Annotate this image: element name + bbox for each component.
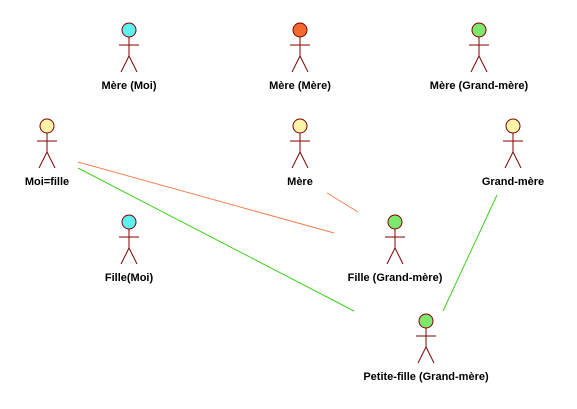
stick-figure-icon: [469, 37, 489, 73]
connector-grand-mere-to-petite-fille: [442, 194, 498, 312]
actor-head-icon: [418, 313, 434, 329]
actor-fille-grand-mere[interactable]: [385, 214, 405, 265]
actor-label: Moi=fille: [24, 176, 70, 188]
actor-mere-moi[interactable]: [119, 22, 139, 73]
actor-head-icon: [471, 22, 487, 38]
actor-label: Mère (Moi): [101, 80, 157, 92]
actor-label: Mère (Grand-mère): [429, 80, 529, 92]
actor-mere[interactable]: [290, 118, 310, 169]
actor-head-icon: [292, 118, 308, 134]
stick-figure-icon: [119, 37, 139, 73]
stick-figure-icon: [37, 133, 57, 169]
actor-mere-mere[interactable]: [290, 22, 310, 73]
actor-label: Fille(Moi): [104, 272, 154, 284]
actor-petite-fille-grand-mere[interactable]: [416, 313, 436, 364]
actor-head-icon: [292, 22, 308, 38]
actor-head-icon: [121, 214, 137, 230]
connector-moi-fille-to-petite-fille: [77, 167, 355, 312]
actor-grand-mere[interactable]: [503, 118, 523, 169]
stick-figure-icon: [290, 133, 310, 169]
actor-label: Fille (Grand-mère): [347, 272, 443, 284]
actor-head-icon: [387, 214, 403, 230]
stick-figure-icon: [290, 37, 310, 73]
stick-figure-icon: [416, 328, 436, 364]
actor-label: Grand-mère: [481, 176, 545, 188]
actor-fille-moi[interactable]: [119, 214, 139, 265]
actor-head-icon: [505, 118, 521, 134]
stick-figure-icon: [385, 229, 405, 265]
stick-figure-icon: [119, 229, 139, 265]
actor-mere-grand-mere[interactable]: [469, 22, 489, 73]
actor-label: Petite-fille (Grand-mère): [363, 371, 489, 383]
actor-label: Mère (Mère): [269, 80, 331, 92]
actor-label: Mère: [287, 176, 313, 188]
actor-moi-fille[interactable]: [37, 118, 57, 169]
connector-mere-to-fille-grand-mere: [326, 192, 359, 213]
actor-head-icon: [39, 118, 55, 134]
connector-moi-fille-to-fille-grand-mere: [77, 161, 335, 234]
stick-figure-icon: [503, 133, 523, 169]
actor-head-icon: [121, 22, 137, 38]
